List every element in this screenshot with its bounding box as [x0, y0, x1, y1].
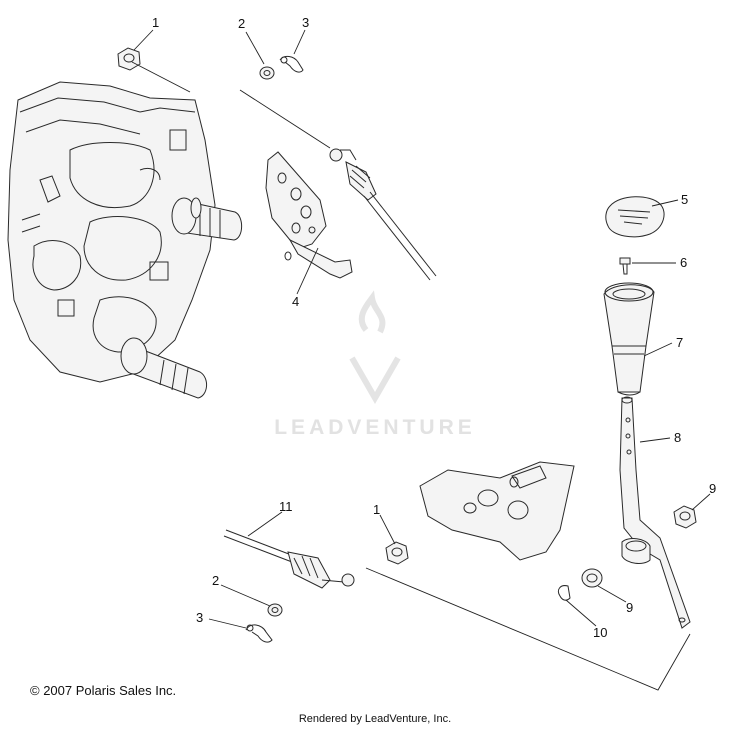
callout-9-bottom: 9: [626, 600, 633, 615]
callout-labels: 1 2 3 4 5 6 7 8 9 11 1 2 3 9 10: [152, 15, 716, 640]
leadventure-logo: [349, 290, 401, 405]
copyright-notice: © 2007 Polaris Sales Inc.: [30, 683, 177, 698]
leader-lines: [133, 29, 711, 629]
callout-2-top: 2: [238, 16, 245, 31]
callout-4: 4: [292, 294, 299, 309]
shift-cable-lower: [223, 529, 355, 589]
washer-icon: [267, 603, 283, 617]
callout-1-bottom: 1: [373, 502, 380, 517]
callout-10: 10: [593, 625, 607, 640]
clip-icon: [279, 55, 304, 73]
nut-icon: [117, 47, 141, 71]
shift-knob: [605, 196, 665, 238]
callout-8: 8: [674, 430, 681, 445]
transmission-assembly: [7, 81, 243, 399]
callout-5: 5: [681, 192, 688, 207]
washer-icon: [259, 66, 275, 80]
callout-3-bottom: 3: [196, 610, 203, 625]
shift-cable-upper: [329, 148, 437, 281]
callout-1-top: 1: [152, 15, 159, 30]
shift-boot: [603, 282, 655, 396]
nut-icon: [673, 505, 697, 529]
nut-icon: [385, 541, 409, 565]
bushing-icon: [581, 568, 603, 588]
clip-icon: [245, 624, 273, 643]
callout-6: 6: [680, 255, 687, 270]
mounting-bracket: [265, 151, 353, 279]
watermark-text: LEADVENTURE: [274, 416, 476, 439]
rendered-by-footer: Rendered by LeadVenture, Inc.: [298, 713, 452, 725]
callout-11: 11: [279, 499, 293, 514]
callout-9-right: 9: [709, 481, 716, 496]
callout-2-bottom: 2: [212, 573, 219, 588]
lower-bracket: [419, 461, 575, 561]
callout-3-top: 3: [302, 15, 309, 30]
screw-icon: [619, 257, 631, 275]
assembly-lines: [131, 61, 691, 691]
shift-lever: [619, 396, 691, 629]
callout-7: 7: [676, 335, 683, 350]
e-clip-icon: [557, 585, 571, 601]
